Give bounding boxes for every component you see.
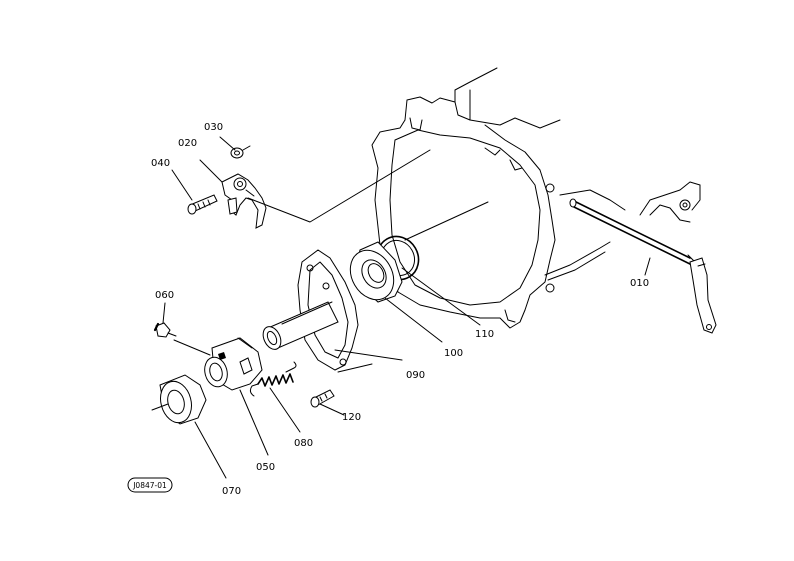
washer xyxy=(230,145,251,159)
label-050: 050 xyxy=(256,462,275,473)
clutch-cylinder xyxy=(204,337,263,391)
leader-lines xyxy=(162,136,651,479)
label-030: 030 xyxy=(204,122,223,133)
release-fork xyxy=(221,173,267,229)
bushing xyxy=(151,374,207,425)
diagram-code-badge: J0847-01 xyxy=(127,477,173,493)
label-100: 100 xyxy=(444,348,463,359)
part-labels: 010 020 030 040 050 060 070 080 090 100 … xyxy=(151,122,649,497)
diagram-code: J0847-01 xyxy=(132,481,167,490)
label-060: 060 xyxy=(155,290,174,301)
hub-bolt xyxy=(310,389,335,408)
label-070: 070 xyxy=(222,486,241,497)
label-010: 010 xyxy=(630,278,649,289)
clutch-housing xyxy=(371,67,701,329)
label-040: 040 xyxy=(151,158,170,169)
grease-nipple xyxy=(153,322,177,338)
return-spring xyxy=(249,361,297,397)
release-shaft xyxy=(569,198,717,334)
label-120: 120 xyxy=(342,412,361,423)
label-020: 020 xyxy=(178,138,197,149)
label-090: 090 xyxy=(406,370,425,381)
label-080: 080 xyxy=(294,438,313,449)
label-110: 110 xyxy=(475,329,494,340)
release-hub xyxy=(262,249,359,371)
fork-bolt xyxy=(187,194,218,215)
